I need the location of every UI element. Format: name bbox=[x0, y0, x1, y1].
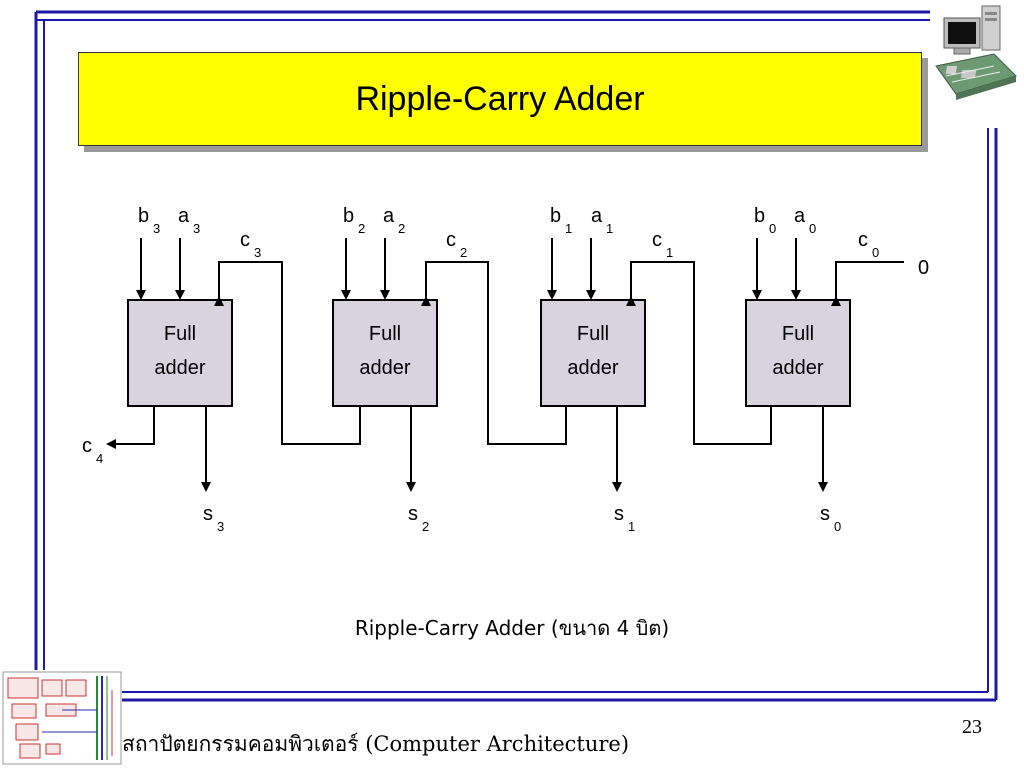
label-s2-sub: 2 bbox=[422, 519, 429, 534]
title-box: Ripple-Carry Adder bbox=[78, 52, 922, 146]
full-adder-label-line2: adder bbox=[567, 357, 618, 379]
label-a1: a bbox=[591, 205, 603, 227]
page-number: 23 bbox=[962, 716, 982, 738]
computer-icon bbox=[935, 5, 1017, 100]
full-adder-2: Full adder bbox=[332, 299, 438, 407]
architecture-thumbnail-icon bbox=[2, 671, 122, 765]
carry-c0-wire bbox=[831, 261, 904, 306]
label-c4-sub: 4 bbox=[96, 451, 103, 466]
label-b2: b bbox=[343, 205, 354, 227]
label-b3: b bbox=[138, 205, 149, 227]
full-adder-0: Full adder bbox=[745, 299, 851, 407]
label-a3-sub: 3 bbox=[193, 221, 200, 236]
label-s3-sub: 3 bbox=[217, 519, 224, 534]
carry-out-c4-wire bbox=[106, 406, 155, 449]
label-a1-sub: 1 bbox=[606, 221, 613, 236]
label-s0: s bbox=[820, 503, 830, 525]
label-b0-sub: 0 bbox=[769, 221, 776, 236]
full-adder-3: Full adder bbox=[127, 299, 233, 407]
label-c1: c bbox=[652, 229, 662, 251]
label-b2-sub: 2 bbox=[358, 221, 365, 236]
diagram-caption: Ripple-Carry Adder (ขนาด 4 บิต) bbox=[354, 616, 670, 640]
label-s2: s bbox=[408, 503, 418, 525]
label-b3-sub: 3 bbox=[153, 221, 160, 236]
slide-title: Ripple-Carry Adder bbox=[355, 79, 645, 118]
carry-c2-wire bbox=[421, 261, 567, 445]
full-adder-label-line2: adder bbox=[359, 357, 410, 379]
label-c0: c bbox=[858, 229, 868, 251]
full-adder-label-line1: Full bbox=[164, 323, 196, 345]
ripple-carry-diagram: Full adder Full adder Full adder Full ad… bbox=[82, 205, 929, 534]
label-a2: a bbox=[383, 205, 395, 227]
footer-course-title: สถาปัตยกรรมคอมพิวเตอร์ (Computer Archite… bbox=[122, 732, 630, 756]
label-s1: s bbox=[614, 503, 624, 525]
label-b0: b bbox=[754, 205, 765, 227]
label-c2: c bbox=[446, 229, 456, 251]
label-a2-sub: 2 bbox=[398, 221, 405, 236]
label-a0-sub: 0 bbox=[809, 221, 816, 236]
carry-c1-wire bbox=[626, 261, 772, 445]
label-c4: c bbox=[82, 435, 92, 457]
label-c0-sub: 0 bbox=[872, 245, 879, 260]
full-adder-label-line1: Full bbox=[369, 323, 401, 345]
label-s3: s bbox=[203, 503, 213, 525]
full-adder-label-line1: Full bbox=[577, 323, 609, 345]
full-adder-label-line2: adder bbox=[154, 357, 205, 379]
full-adder-1: Full adder bbox=[540, 299, 646, 407]
label-b1-sub: 1 bbox=[565, 221, 572, 236]
label-a0: a bbox=[794, 205, 806, 227]
full-adder-label-line2: adder bbox=[772, 357, 823, 379]
carry-c3-wire bbox=[214, 261, 361, 445]
label-c3-sub: 3 bbox=[254, 245, 261, 260]
label-c2-sub: 2 bbox=[460, 245, 467, 260]
label-a3: a bbox=[178, 205, 190, 227]
carry-in-value: 0 bbox=[918, 257, 929, 279]
full-adder-label-line1: Full bbox=[782, 323, 814, 345]
label-c1-sub: 1 bbox=[666, 245, 673, 260]
label-b1: b bbox=[550, 205, 561, 227]
label-s0-sub: 0 bbox=[834, 519, 841, 534]
label-s1-sub: 1 bbox=[628, 519, 635, 534]
label-c3: c bbox=[240, 229, 250, 251]
